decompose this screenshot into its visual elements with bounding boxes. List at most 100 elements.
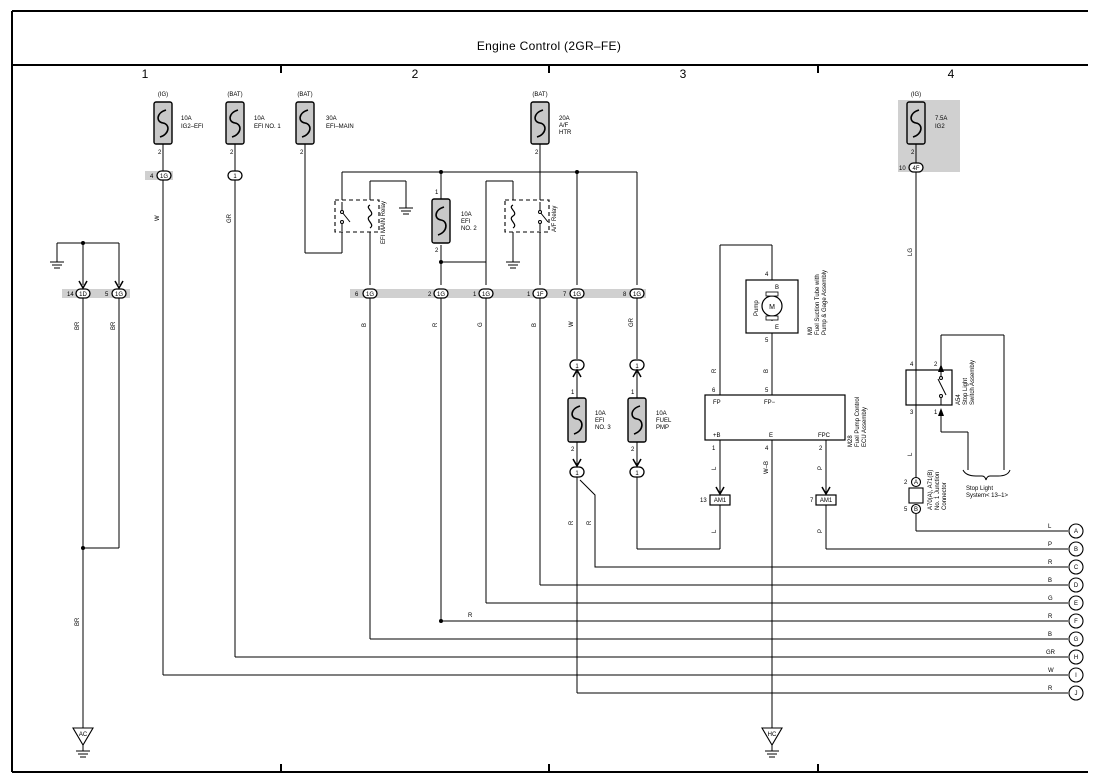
wire-color-l-2: L — [712, 529, 718, 533]
svg-text:1: 1 — [571, 390, 575, 396]
bar-connector-14-1D: 14 1D — [67, 280, 91, 299]
svg-text:1G: 1G — [573, 292, 581, 298]
svg-text:1F: 1F — [536, 292, 543, 298]
wire-color-r-main: R — [468, 613, 473, 619]
connector-upper-fuelpmp: 1 — [629, 359, 645, 378]
svg-text:2: 2 — [571, 447, 575, 453]
svg-text:System< 13–1>: System< 13–1> — [966, 493, 1009, 499]
svg-text:2: 2 — [911, 150, 915, 156]
svg-text:H: H — [1074, 655, 1078, 661]
svg-text:Switch Assembly: Switch Assembly — [970, 360, 976, 405]
svg-text:Fuel Pump Control: Fuel Pump Control — [855, 397, 861, 447]
svg-text:A54: A54 — [956, 394, 962, 405]
wire-color-b-2: B — [532, 323, 538, 327]
svg-text:10A: 10A — [461, 212, 472, 218]
column-1-label: 1 — [142, 67, 149, 81]
connector-lower-efi3: 1 — [569, 458, 585, 478]
wire-color-br-2: BR — [111, 321, 117, 330]
svg-text:7.5A: 7.5A — [935, 116, 947, 122]
svg-text:IG2: IG2 — [935, 124, 945, 130]
svg-text:R: R — [1048, 614, 1053, 620]
stop-light-system-ref: Stop Light System< 13–1> — [962, 469, 1011, 499]
wire-color-wb: W–B — [764, 461, 770, 474]
svg-text:G: G — [1048, 596, 1053, 602]
svg-text:No. 1 Junction: No. 1 Junction — [935, 472, 941, 510]
fuse-efi-no1: (BAT) 10A EFI NO. 1 2 — [225, 92, 281, 156]
fuel-pump-assembly: 4 B E 5 M Pump M9 Fuel Suction Tube with… — [745, 270, 828, 344]
svg-text:7: 7 — [810, 498, 814, 504]
svg-text:20A: 20A — [559, 116, 570, 122]
svg-text:2: 2 — [904, 480, 908, 486]
svg-text:I: I — [1075, 673, 1077, 679]
svg-text:F: F — [1074, 619, 1078, 625]
wire-color-b-pump: B — [764, 369, 770, 373]
svg-text:2: 2 — [435, 248, 439, 254]
connector-bar-main — [350, 289, 646, 298]
svg-text:2: 2 — [300, 150, 304, 156]
svg-text:2: 2 — [934, 362, 938, 368]
svg-text:NO. 3: NO. 3 — [595, 425, 611, 431]
svg-text:PMP: PMP — [656, 425, 669, 431]
wire-color-lg: LG — [908, 248, 914, 256]
svg-text:Pump: Pump — [754, 300, 760, 316]
wire-color-l-stop: L — [908, 452, 914, 456]
svg-text:P: P — [1048, 542, 1052, 548]
svg-text:A/F: A/F — [559, 123, 569, 129]
svg-text:M9: M9 — [808, 326, 814, 335]
svg-text:EFI: EFI — [461, 219, 471, 225]
svg-text:Connector: Connector — [942, 482, 948, 510]
svg-text:EFI: EFI — [595, 418, 605, 424]
svg-text:2: 2 — [819, 446, 823, 452]
svg-text:10: 10 — [899, 166, 906, 172]
svg-text:13: 13 — [700, 498, 707, 504]
svg-text:HC: HC — [768, 732, 777, 738]
terminal-h: GR H — [1046, 649, 1084, 665]
svg-text:1: 1 — [712, 446, 716, 452]
svg-text:FUEL: FUEL — [656, 418, 672, 424]
svg-text:R: R — [1048, 686, 1053, 692]
svg-text:L: L — [1048, 524, 1052, 530]
svg-text:EFI–MAIN: EFI–MAIN — [326, 124, 354, 130]
svg-text:1: 1 — [575, 364, 579, 370]
fuse-efi-no3: 1 10A EFI NO. 3 2 — [567, 390, 611, 453]
stop-light-switch: 4 2 3 1 A54 Stop Light Switch Assembly — [905, 360, 976, 416]
svg-text:Fuel Suction Tube with: Fuel Suction Tube with — [815, 274, 821, 335]
svg-text:(BAT): (BAT) — [227, 92, 242, 98]
wire-color-gr-efi1: GR — [227, 213, 233, 223]
svg-text:4: 4 — [765, 446, 769, 452]
fuse-fuel-pmp: 1 10A FUEL PMP 2 — [627, 390, 672, 453]
fuse-efi-no2: 1 10A EFI NO. 2 2 — [431, 190, 477, 254]
efi-main-relay: EFI MAIN Relay — [334, 199, 387, 244]
svg-text:+B: +B — [713, 433, 721, 439]
pump-ecu-wires — [719, 244, 1068, 728]
svg-text:E: E — [769, 433, 773, 439]
svg-text:IG2–EFI: IG2–EFI — [181, 124, 204, 130]
svg-text:1G: 1G — [633, 292, 641, 298]
svg-text:2: 2 — [230, 150, 234, 156]
svg-text:5: 5 — [765, 338, 769, 344]
svg-text:1: 1 — [473, 292, 477, 298]
connector-upper-efi3: 1 — [569, 359, 585, 378]
svg-text:HTR: HTR — [559, 130, 572, 136]
svg-text:E: E — [1074, 601, 1078, 607]
svg-text:R: R — [1048, 560, 1053, 566]
page-title: Engine Control (2GR–FE) — [477, 39, 621, 53]
wire-color-w-1: W — [569, 321, 575, 327]
svg-text:(IG): (IG) — [158, 92, 168, 98]
wire-color-r-4: R — [587, 520, 593, 525]
wire-color-r-1: R — [433, 322, 439, 327]
bar-connector-6-1G: 6 1G — [355, 288, 378, 299]
svg-text:EFI NO. 1: EFI NO. 1 — [254, 124, 281, 130]
svg-text:NO. 2: NO. 2 — [461, 226, 477, 232]
svg-text:M28: M28 — [848, 435, 854, 447]
wire-color-b-1: B — [362, 323, 368, 327]
connector-4-1G: 4 1G — [150, 170, 172, 181]
fuse-ig2-efi: (IG) 10A IG2–EFI 2 — [153, 92, 204, 156]
column-4-wires — [915, 144, 1068, 532]
terminal-b: P B — [1048, 541, 1084, 557]
wire-color-r-3: R — [569, 520, 575, 525]
svg-text:1G: 1G — [115, 292, 123, 298]
svg-text:(BAT): (BAT) — [297, 92, 312, 98]
svg-text:1G: 1G — [482, 292, 490, 298]
